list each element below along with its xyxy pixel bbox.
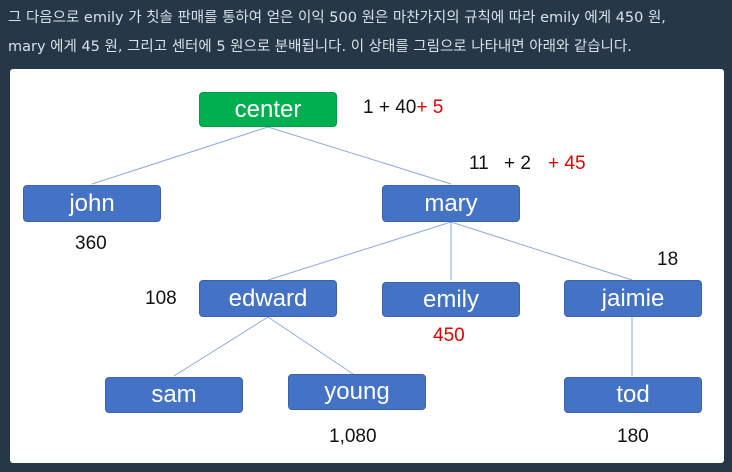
annotation-mary-add: + 45 [548, 153, 586, 174]
annotation-center: 1 + 40+ 5 [363, 97, 443, 119]
intro-text: 그 다음으로 emily 가 칫솔 판매를 통하여 얻은 이익 500 원은 마… [8, 4, 724, 62]
edge-edward-sam [173, 316, 269, 377]
edge-edward-young [267, 316, 357, 377]
edge-mary-edward [267, 221, 452, 281]
annotation-tod: 180 [617, 426, 649, 447]
annotation-center-add: + 5 [416, 97, 444, 118]
annotation-mary-base-a: 11 [469, 153, 489, 174]
edge-center-john [91, 126, 269, 185]
edge-center-mary [267, 126, 452, 185]
node-center: center [199, 92, 337, 127]
intro-line-2: mary 에게 45 원, 그리고 센터에 5 원으로 분배됩니다. 이 상태를… [8, 39, 632, 55]
node-emily: emily [382, 282, 520, 317]
intro-line-1: 그 다음으로 emily 가 칫솔 판매를 통하여 얻은 이익 500 원은 마… [8, 10, 666, 26]
annotation-jaimie: 18 [657, 249, 679, 270]
node-john: john [23, 185, 161, 222]
node-young: young [288, 374, 426, 410]
node-edward: edward [199, 280, 337, 317]
annotation-edward: 108 [145, 288, 177, 309]
annotation-center-base: 1 + 40 [363, 97, 417, 118]
node-mary: mary [382, 185, 520, 222]
annotation-young: 1,080 [329, 426, 377, 447]
node-sam: sam [105, 377, 243, 413]
annotation-emily: 450 [433, 325, 465, 346]
annotation-mary-base-b: + 2 [504, 153, 531, 174]
node-tod: tod [564, 377, 702, 413]
tree-edges [91, 126, 633, 377]
node-jaimie: jaimie [564, 280, 702, 317]
tree-diagram: center john mary edward emily jaimie sam… [10, 69, 724, 463]
edge-mary-jaimie [450, 221, 633, 281]
annotation-john: 360 [75, 233, 107, 254]
